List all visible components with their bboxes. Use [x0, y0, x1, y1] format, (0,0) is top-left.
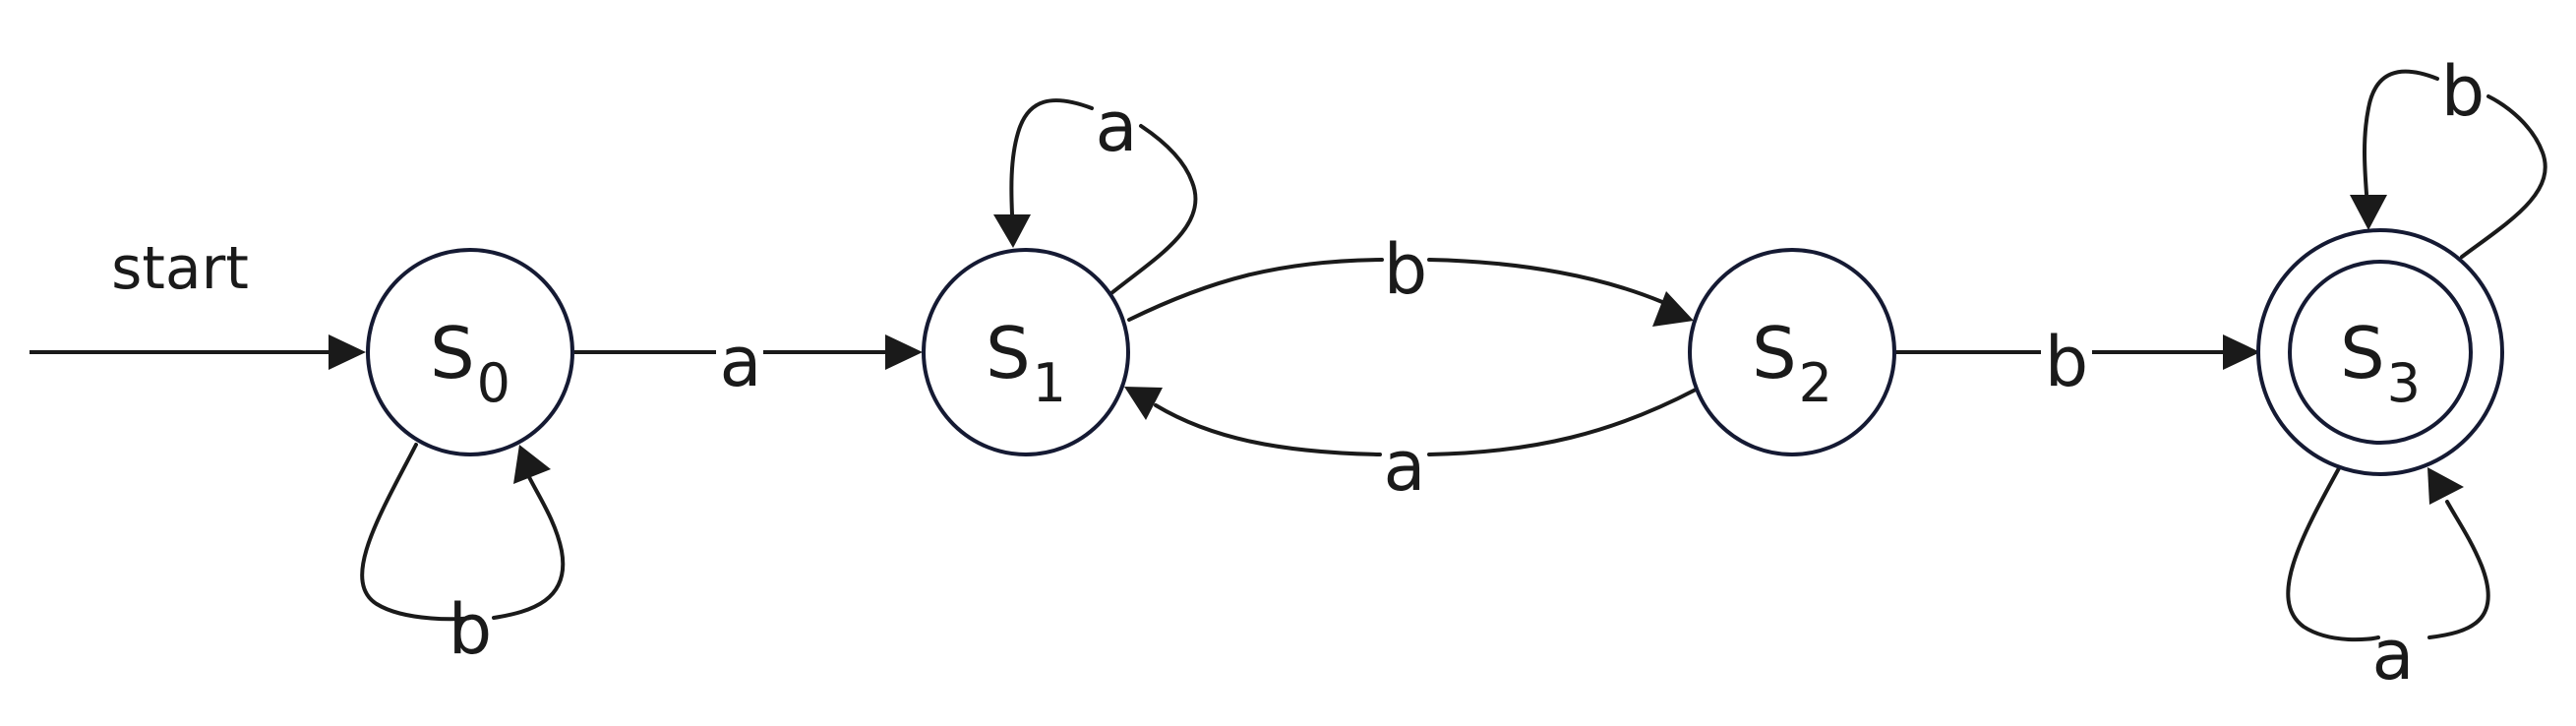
label-s1-s2: b: [1384, 229, 1427, 310]
arrowhead-s1-s2: [1652, 291, 1694, 327]
transition-s3-s3-top: b: [2350, 51, 2547, 259]
transition-s0-s1: a: [574, 317, 923, 402]
label-s0-s0: b: [449, 589, 492, 670]
arrowhead-s0-s1: [885, 334, 923, 370]
arrowhead-s3-s3-top: [2350, 195, 2387, 230]
state-s3-name: S: [2340, 312, 2385, 394]
state-s1-name: S: [986, 312, 1031, 394]
svg-text:S0: S0: [430, 312, 510, 414]
transition-s1-s2: b: [1127, 229, 1694, 327]
state-s2-circle: [1688, 248, 1896, 456]
svg-text:S1: S1: [986, 312, 1066, 414]
svg-text:S2: S2: [1752, 312, 1832, 414]
state-s2-subscript: 2: [1799, 352, 1832, 414]
state-s1: S1: [922, 248, 1130, 456]
state-s0-name: S: [430, 312, 475, 394]
state-s0: S0: [366, 248, 574, 456]
arrowhead-s2-s3: [2223, 334, 2260, 370]
label-s3-s3-top: b: [2441, 51, 2485, 132]
start-transition: start: [30, 234, 366, 370]
state-s1-subscript: 1: [1033, 352, 1066, 414]
arrowhead-s2-s1: [1124, 387, 1163, 420]
arrowhead-s3-s3-bottom: [2427, 467, 2464, 505]
state-s0-circle: [366, 248, 574, 456]
state-s2: S2: [1688, 248, 1896, 456]
transition-s1-s1: a: [993, 87, 1198, 295]
state-s1-circle: [922, 248, 1130, 456]
state-s3-subscript: 3: [2387, 352, 2421, 414]
label-s3-s3-bottom: a: [2372, 615, 2415, 696]
label-s1-s1: a: [1096, 87, 1138, 167]
svg-text:S3: S3: [2340, 312, 2421, 414]
label-s0-s1: a: [720, 322, 762, 402]
start-label: start: [111, 234, 249, 303]
transition-s0-s0: b: [360, 443, 566, 670]
state-s0-subscript: 0: [477, 352, 510, 414]
arrowhead-s0-s0: [513, 445, 551, 484]
state-s2-name: S: [1752, 312, 1797, 394]
label-s2-s3: b: [2045, 322, 2088, 402]
transition-s2-s1: a: [1124, 387, 1698, 507]
transition-s3-s3-bottom: a: [2286, 466, 2490, 696]
label-s2-s1: a: [1384, 426, 1426, 507]
state-s3-inner-circle: [2288, 260, 2473, 445]
transition-s2-s3: b: [1894, 317, 2260, 402]
start-arrowhead: [329, 334, 366, 370]
state-s3: S3: [2256, 228, 2504, 476]
arrowhead-s1-s1: [993, 214, 1031, 248]
